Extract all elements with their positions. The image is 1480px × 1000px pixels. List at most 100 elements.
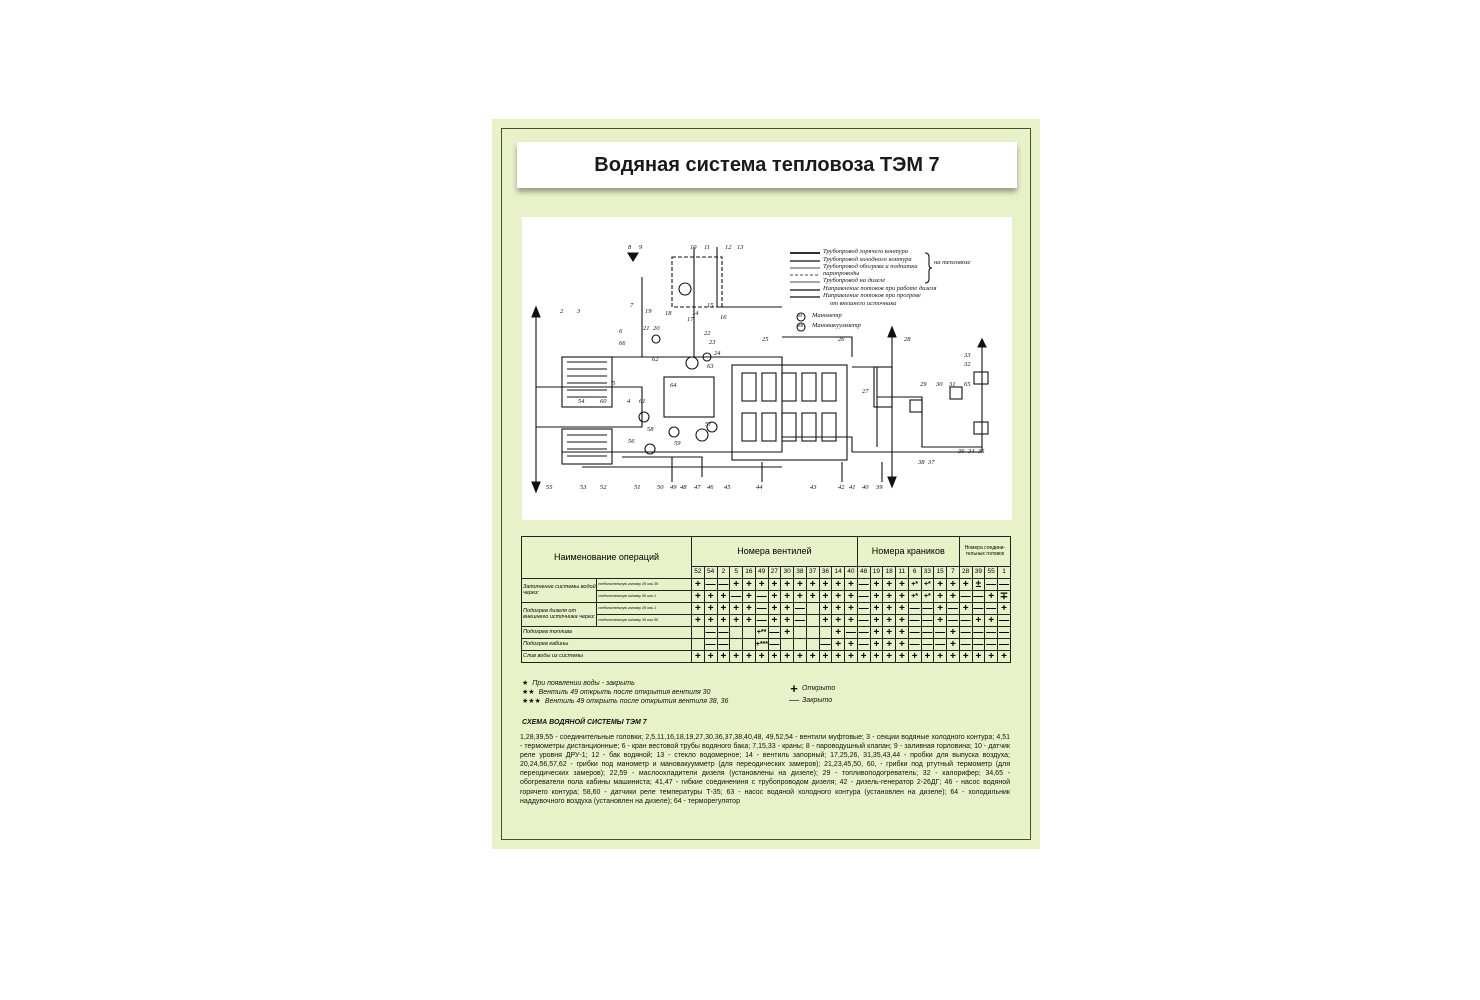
table-cell: +	[946, 650, 960, 663]
table-cell: +	[882, 626, 896, 639]
table-cell: +	[742, 602, 756, 615]
table-cell: —	[907, 602, 922, 615]
table-cell: —	[984, 638, 998, 651]
table-cell: —	[856, 638, 871, 651]
table-cell: +	[895, 578, 909, 591]
scheme-label: 64	[670, 382, 677, 389]
scheme-label: 49	[670, 484, 677, 491]
table-cell: —	[818, 638, 833, 651]
op-heat-sub-1: соединительную головку 28 или 1	[596, 602, 692, 615]
legend-flow-diesel: Направление потоков при работе дизеля	[823, 285, 937, 292]
table-cell: —	[767, 626, 782, 639]
table-cell: —	[958, 626, 973, 639]
table-cell: +	[780, 626, 794, 639]
scheme-label: 33	[964, 352, 971, 359]
table-cell: +	[691, 614, 705, 627]
table-cell: +	[691, 650, 705, 663]
poster-frame	[501, 128, 1031, 840]
op-fill-sub-2: соединительную головку 55 или 1	[596, 590, 692, 603]
table-cell: +	[844, 602, 858, 615]
manometer-icon: М	[798, 313, 803, 318]
table-cell: +	[729, 602, 743, 615]
table-cell	[805, 602, 820, 615]
table-cell: —	[754, 590, 769, 603]
table-cell: +	[754, 650, 769, 663]
table-cell: +	[831, 626, 845, 639]
scheme-label: 56	[628, 438, 635, 445]
legend-steam: паропроводы	[823, 270, 860, 277]
header-cocks: Номера краников	[856, 536, 960, 567]
scheme-label: 66	[619, 340, 626, 347]
op-fill-sub-1: соединительную головку 28 или 39	[596, 578, 692, 591]
table-cell: +	[831, 602, 845, 615]
op-heat-sub-2: соединительную головку 39 или 55	[596, 614, 692, 627]
column-number: 28	[958, 566, 973, 579]
table-cell: +	[691, 602, 705, 615]
column-number: 5	[729, 566, 743, 579]
scheme-label: 25	[762, 336, 769, 343]
symbol-keys: +Открыто —Закрыто	[786, 681, 835, 706]
table-row: Подогрев дизеля от внешнего источника че…	[521, 602, 1011, 627]
table-cell: +*	[907, 590, 922, 603]
table-cell: +	[844, 650, 858, 663]
title-bar: Водяная система тепловоза ТЭМ 7	[517, 142, 1017, 188]
scheme-label: 14	[692, 310, 699, 317]
table-cell	[691, 626, 705, 639]
table-cell: +	[882, 638, 896, 651]
note-3: ★★★Вентиль 49 открыть после открытия вен…	[522, 697, 728, 706]
table-row: Слив воды из системы +++++++++++++++++++…	[521, 650, 1011, 663]
scheme-label: 11	[704, 244, 711, 251]
table-cell: +	[882, 614, 896, 627]
legend-manometer: Манометр	[812, 312, 842, 319]
table-cell: —	[958, 590, 973, 603]
table-cell: +	[958, 578, 973, 591]
poster-title: Водяная система тепловоза ТЭМ 7	[594, 153, 940, 176]
table-cell: +	[971, 614, 986, 627]
table-cell: +	[920, 650, 935, 663]
op-drain: Слив воды из системы	[521, 650, 692, 663]
table-cell: +	[767, 602, 782, 615]
scheme-label: 50	[657, 484, 664, 491]
table-row: Подогрев кабины ——+***——++—+++———+————	[521, 638, 1011, 651]
table-cell: —	[716, 638, 731, 651]
scheme-label: 1	[533, 308, 537, 315]
scheme-label: 52	[600, 484, 607, 491]
legend-heating: Трубопровод обогрева и подпитки	[823, 263, 918, 270]
table-cell: +	[818, 614, 833, 627]
star-icon: ★	[522, 680, 529, 687]
star-icon: ★★★	[522, 698, 541, 705]
column-number: 11	[895, 566, 909, 579]
scheme-label: 12	[725, 244, 732, 251]
scheme-label: 19	[645, 308, 652, 315]
column-number: 48	[856, 566, 871, 579]
table-cell: +	[869, 614, 884, 627]
table-cell: +	[997, 602, 1011, 615]
table-cell: +	[818, 602, 833, 615]
table-cell: —	[971, 590, 986, 603]
table-cell: +	[895, 650, 909, 663]
scheme-label: 4	[627, 398, 631, 405]
scheme-label: 42	[838, 484, 845, 491]
table-cell: +	[831, 650, 845, 663]
table-cell: —	[997, 638, 1011, 651]
op-heat: Подогрев дизеля от внешнего источника че…	[521, 602, 597, 627]
header-valves: Номера вентилей	[691, 536, 858, 567]
scheme-label: 51	[634, 484, 641, 491]
table-cell: +*	[907, 578, 922, 591]
table-cell	[805, 638, 820, 651]
table-cell: +	[831, 638, 845, 651]
table-cell: +	[895, 590, 909, 603]
scheme-label: 53	[580, 484, 587, 491]
table-cell: —	[754, 602, 769, 615]
table-cell: —	[716, 578, 731, 591]
column-number: 38	[793, 566, 807, 579]
key-open: +Открыто	[786, 681, 835, 696]
legend-flow-external: Направление потоков при прогреве	[823, 292, 921, 299]
scheme-label: 28	[904, 336, 911, 343]
table-cell: —	[920, 626, 935, 639]
scheme-label: 3	[577, 308, 581, 315]
table-cell: —	[703, 626, 718, 639]
table-cell: +	[869, 578, 884, 591]
scheme-label: 26	[838, 336, 845, 343]
